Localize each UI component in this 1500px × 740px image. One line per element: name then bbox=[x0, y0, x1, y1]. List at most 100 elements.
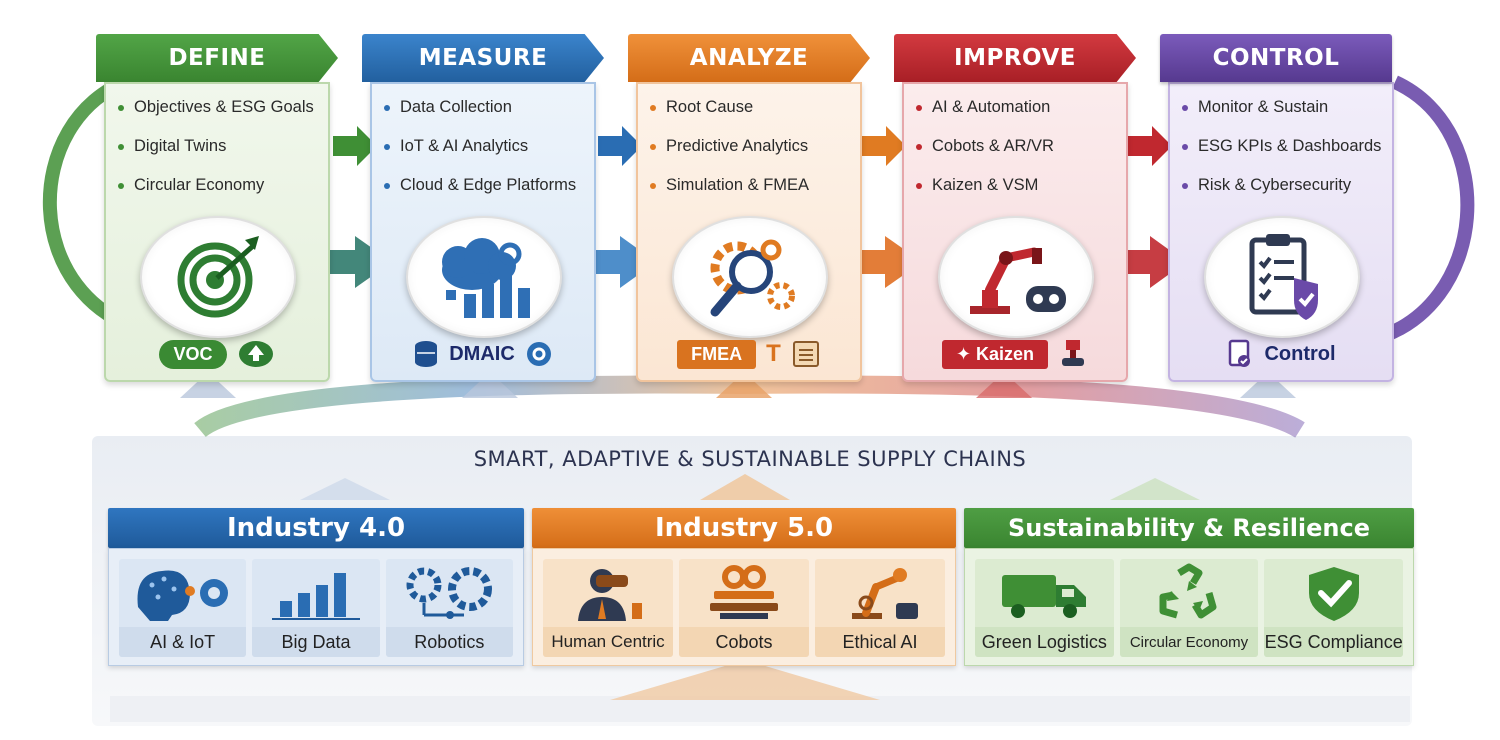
checklist-icon bbox=[792, 341, 819, 367]
pillar-cell-label: Robotics bbox=[385, 627, 513, 657]
clipboard-shield-icon bbox=[1204, 216, 1360, 338]
pillar-up-arrow-right bbox=[1110, 478, 1200, 500]
truck-icon bbox=[975, 559, 1114, 627]
pillar-cell: Circular Economy bbox=[1119, 559, 1259, 657]
pillar-sustainability: Sustainability & Resilience Green Logist… bbox=[964, 508, 1414, 666]
phase-improve-item: Kaizen & VSM bbox=[916, 172, 1054, 211]
cloud-analytics-icon bbox=[406, 216, 562, 338]
robot-small-icon bbox=[1062, 340, 1085, 366]
kaizen-badge: ✦ Kaizen bbox=[941, 339, 1049, 369]
phase-define-list: Objectives & ESG Goals Digital Twins Cir… bbox=[118, 94, 314, 211]
bullet-icon bbox=[650, 104, 656, 111]
pillar-industry-4-header: Industry 4.0 bbox=[108, 508, 524, 548]
phase-improve-item: Cobots & AR/VR bbox=[916, 133, 1054, 172]
phase-measure-item: IoT & AI Analytics bbox=[384, 133, 576, 172]
phase-measure: MEASURE Data Collection IoT & AI Analyti… bbox=[362, 34, 604, 382]
bottom-up-arrow bbox=[610, 660, 880, 700]
phase-analyze-item: Simulation & FMEA bbox=[650, 172, 809, 211]
pillar-cell: Big Data bbox=[252, 559, 380, 657]
phase-define-item: Digital Twins bbox=[118, 133, 314, 172]
phase-control: CONTROL Monitor & Sustain ESG KPIs & Das… bbox=[1160, 34, 1394, 382]
ai-brain-icon bbox=[119, 559, 246, 627]
pillar-cell-label: Big Data bbox=[252, 627, 380, 657]
hexagon-arrow-icon bbox=[238, 341, 273, 367]
bullet-icon bbox=[650, 182, 656, 189]
bullet-icon bbox=[916, 143, 922, 150]
phase-measure-item: Data Collection bbox=[384, 94, 576, 133]
pillar-sustainability-body: Green Logistics Circular Economy bbox=[964, 548, 1414, 666]
phase-control-item: Monitor & Sustain bbox=[1182, 94, 1381, 133]
phase-measure-list: Data Collection IoT & AI Analytics Cloud… bbox=[384, 94, 576, 211]
bullet-icon bbox=[118, 104, 124, 111]
phase-analyze-item: Root Cause bbox=[650, 94, 809, 133]
gears-icon bbox=[386, 559, 513, 627]
robot-arm-icon bbox=[815, 559, 945, 627]
phase-improve-tools: ✦ Kaizen bbox=[902, 334, 1128, 374]
pillar-industry-5-header: Industry 5.0 bbox=[532, 508, 956, 548]
pillar-cell: AI & IoT bbox=[119, 559, 247, 657]
phase-control-item: Risk & Cybersecurity bbox=[1182, 172, 1381, 211]
pillar-cell-label: Human Centric bbox=[543, 627, 673, 657]
bullet-icon bbox=[650, 143, 656, 150]
bullet-icon bbox=[118, 143, 124, 150]
phase-measure-header: MEASURE bbox=[362, 34, 604, 82]
bullet-icon bbox=[384, 104, 390, 111]
bullet-icon bbox=[384, 182, 390, 189]
phase-improve-list: AI & Automation Cobots & AR/VR Kaizen & … bbox=[916, 94, 1054, 211]
magnifier-gears-icon bbox=[672, 216, 828, 338]
pillar-cell: Green Logistics bbox=[975, 559, 1114, 657]
phase-control-item: ESG KPIs & Dashboards bbox=[1182, 133, 1381, 172]
bullet-icon bbox=[384, 143, 390, 150]
phase-analyze: ANALYZE Root Cause Predictive Analytics … bbox=[628, 34, 870, 382]
cobot-icon bbox=[679, 559, 809, 627]
pillar-cell-label: ESG Compliance bbox=[1264, 627, 1404, 657]
target-icon bbox=[140, 216, 296, 338]
pillar-cell-label: Green Logistics bbox=[975, 627, 1114, 657]
vr-person-icon bbox=[543, 559, 673, 627]
pillar-industry-5: Industry 5.0 Human Centric bbox=[532, 508, 956, 666]
phase-improve-item: AI & Automation bbox=[916, 94, 1054, 133]
pillar-cell: Cobots bbox=[679, 559, 809, 657]
recycle-icon bbox=[1120, 559, 1259, 627]
bar-chart-icon bbox=[252, 559, 379, 627]
pillar-cell: ESG Compliance bbox=[1264, 559, 1404, 657]
foundation-title: SMART, ADAPTIVE & SUSTAINABLE SUPPLY CHA… bbox=[473, 447, 1027, 471]
pillar-cell-label: Cobots bbox=[679, 627, 809, 657]
pillar-cell: Human Centric bbox=[543, 559, 673, 657]
control-label: Control bbox=[1264, 342, 1336, 365]
bullet-icon bbox=[1182, 143, 1188, 150]
phase-analyze-header: ANALYZE bbox=[628, 34, 870, 82]
phase-improve-header: IMPROVE bbox=[894, 34, 1136, 82]
pillar-up-arrow-left bbox=[300, 478, 390, 500]
database-icon bbox=[415, 341, 438, 367]
phase-analyze-item: Predictive Analytics bbox=[650, 133, 809, 172]
foundation-base-strip bbox=[110, 696, 1410, 722]
control-loop-arrow bbox=[1368, 75, 1475, 347]
phase-define: DEFINE Objectives & ESG Goals Digital Tw… bbox=[96, 34, 338, 382]
phase-arrows-upper bbox=[333, 126, 1172, 166]
pillar-up-arrow-center bbox=[700, 474, 790, 500]
phase-define-tools: VOC bbox=[104, 334, 330, 374]
phase-analyze-list: Root Cause Predictive Analytics Simulati… bbox=[650, 94, 809, 211]
fmea-badge: FMEA bbox=[677, 339, 757, 369]
phase-define-item: Circular Economy bbox=[118, 172, 314, 211]
pillar-cell: Robotics bbox=[385, 559, 513, 657]
pillar-sustainability-header: Sustainability & Resilience bbox=[964, 508, 1414, 548]
up-arrow-analyze bbox=[716, 372, 772, 398]
phase-define-item: Objectives & ESG Goals bbox=[118, 94, 314, 133]
phase-control-tools: Control bbox=[1168, 334, 1394, 374]
dmaic-label: DMAIC bbox=[449, 342, 515, 365]
shield-check-icon bbox=[1264, 559, 1403, 627]
phase-measure-tools: DMAIC bbox=[370, 334, 596, 374]
bullet-icon bbox=[1182, 104, 1188, 111]
phase-control-list: Monitor & Sustain ESG KPIs & Dashboards … bbox=[1182, 94, 1381, 211]
phase-analyze-tools: FMEA T bbox=[636, 334, 862, 374]
pillar-cell-label: Circular Economy bbox=[1119, 627, 1259, 657]
phase-define-header: DEFINE bbox=[96, 34, 338, 82]
bullet-icon bbox=[1182, 182, 1188, 189]
pillar-industry-4-body: AI & IoT Big Data bbox=[108, 548, 524, 666]
t-tool-label: T bbox=[766, 340, 781, 367]
up-arrow-measure bbox=[462, 372, 518, 398]
bullet-icon bbox=[916, 104, 922, 111]
phase-control-header: CONTROL bbox=[1160, 34, 1392, 82]
